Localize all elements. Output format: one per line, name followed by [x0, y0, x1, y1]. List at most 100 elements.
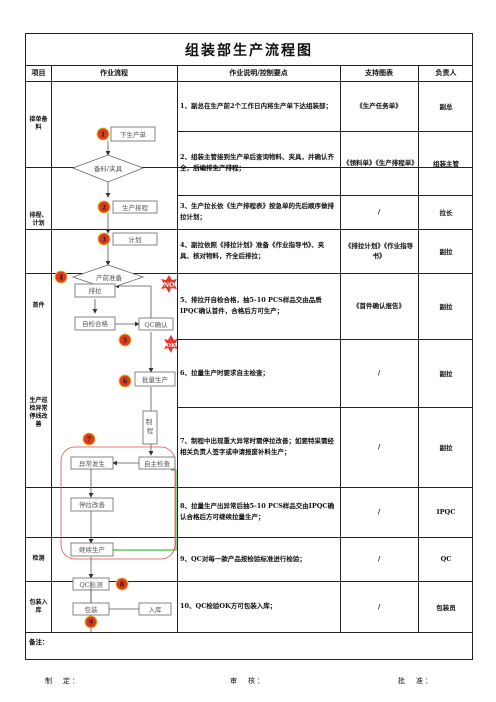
- row-form: 《首件确认报告》: [353, 302, 405, 310]
- row-desc: 8、拉量生产出异常后抽5-10 PCS样品交由IPQC确认合格后方可继续拉量生产…: [180, 502, 335, 521]
- step-1-marker: [96, 127, 110, 141]
- flow-line-setup: 排拉: [89, 286, 103, 295]
- row-form: /: [377, 208, 381, 216]
- stage-inspection: 检测: [32, 555, 45, 562]
- step-7-marker: [82, 432, 96, 446]
- row-resp: 副总: [439, 103, 453, 111]
- step-4-marker: [54, 270, 68, 284]
- flow-self-inspect: 自主检查: [144, 459, 171, 468]
- no-star-icon: [161, 275, 177, 293]
- flow-self-check-ok: 自检合格: [82, 319, 109, 328]
- row-desc: 7、制程中出现重大异常时需停拉改善；如要特采需经相关负责人签字或申请报废补料生产…: [180, 437, 335, 456]
- flow-production-order: 下生产单: [120, 130, 147, 139]
- flow-plan: 计划: [129, 235, 142, 244]
- row-resp: 副拉: [439, 444, 453, 452]
- flow-ok-label: OK: [166, 343, 176, 349]
- flow-qc-confirm: QC确认: [144, 320, 168, 329]
- row-resp: IPQC: [436, 508, 456, 516]
- footer-made-by: 制 定：: [45, 677, 81, 685]
- flow-chart-sheet: 组装部生产流程图 项目 作业流程 作业说明/控制要点 支持图表 负责人 接单备料…: [25, 33, 473, 660]
- row-form: /: [377, 555, 381, 563]
- footer-reviewed-by: 审 核：: [230, 677, 266, 685]
- header-form: 支持图表: [365, 68, 393, 77]
- row-desc: 9、QC对每一款产品按检验标准进行检验；: [180, 554, 306, 563]
- step-markers: 1 2 3 4 5 6 7 8 9: [54, 127, 132, 629]
- divider: [26, 167, 472, 168]
- ok-star-icon: [164, 335, 177, 353]
- step-6-number: 6: [123, 378, 128, 386]
- row-resp: QC: [440, 555, 452, 563]
- step-3-marker: [97, 232, 111, 246]
- step-5-marker: [118, 333, 132, 347]
- stage-packing: 包装入库: [29, 598, 48, 614]
- flow-process: 制 程: [146, 417, 155, 435]
- row-form: 《排拉计划》《作业指导书》: [344, 242, 414, 260]
- notes-label: 备注：: [29, 638, 49, 646]
- row-desc: 3、生产拉长依《生产排程表》按急单的先后顺序做排拉计划；: [180, 202, 335, 221]
- divider: [177, 195, 472, 196]
- step-8-marker: [115, 577, 129, 591]
- step-5-number: 5: [123, 337, 128, 345]
- flow-abnormal: 异常发生: [79, 459, 106, 468]
- row-desc: 2、组装主管接到生产单后查询物料、夹具，并确认齐全，后编排生产排程；: [180, 153, 335, 172]
- row-resp: 拉长: [439, 209, 453, 217]
- divider: [177, 407, 472, 408]
- row-desc: 5、排拉开自检合格，抽5-10 PCS样品交由品质IPQC确认首件，合格后方可生…: [180, 296, 322, 315]
- divider: [177, 131, 472, 132]
- step-8-number: 8: [120, 581, 125, 589]
- row-resp: 组装主管: [433, 160, 459, 168]
- step-3-number: 3: [102, 236, 107, 244]
- stage-production: 生产巡检异常停线改善: [29, 397, 48, 428]
- divider: [26, 487, 472, 488]
- flow-stop-improve: 停拉改善: [79, 500, 106, 509]
- divider: [26, 81, 472, 82]
- row-resp: 副拉: [439, 370, 453, 378]
- row-resp: 副拉: [439, 248, 453, 256]
- step-6-marker: [118, 374, 132, 388]
- flow-prep: 产前准备: [96, 273, 123, 282]
- row-form: /: [377, 443, 381, 451]
- packing-flow: 包装 入库: [72, 581, 172, 616]
- divider: [177, 65, 178, 632]
- flow-material-fixture: 备料/夹具: [94, 164, 123, 173]
- divider: [340, 65, 341, 632]
- step-4-number: 4: [59, 274, 64, 282]
- divider: [418, 65, 419, 632]
- page-title: 组装部生产流程图: [185, 42, 313, 59]
- row-form: /: [377, 508, 381, 516]
- flow-no-label: NO: [164, 282, 175, 289]
- stage-first-article: 首件: [32, 302, 45, 309]
- flow-storage: 入库: [149, 605, 163, 614]
- header-flow: 作业流程: [100, 68, 128, 77]
- row-desc: 10、QC检验OK方可包装入库；: [180, 602, 277, 610]
- row-resp: 包装员: [436, 603, 456, 612]
- stage-scheduling: 排程、计划: [29, 212, 48, 227]
- row-form: /: [377, 369, 381, 377]
- flow-continue: 继续生产: [79, 545, 106, 554]
- divider: [26, 273, 472, 274]
- divider: [26, 632, 472, 633]
- stage-order-material: 接单备料: [29, 116, 48, 131]
- divider: [177, 339, 472, 340]
- row-desc: 6、拉量生产时要求自主检查；: [180, 368, 270, 377]
- step-1-number: 1: [101, 131, 106, 139]
- row-desc: 4、副拉依照《排拉计划》准备《作业指导书》、夹具、核对物料，齐全后排拉；: [180, 241, 325, 260]
- row-desc: 1、副总在生产前2个工作日内将生产单下达组装部；: [180, 101, 333, 110]
- step-9-marker: [84, 615, 98, 629]
- process-flow-diagram: 下生产单 备料/夹具 生产排程 计划 产前准备 排拉 自检合格 QC确认 NO …: [60, 126, 177, 632]
- row-form: 《领料单》《生产排程单》: [343, 159, 418, 167]
- divider: [26, 65, 472, 66]
- divider: [26, 581, 472, 582]
- step-2-number: 2: [102, 204, 107, 212]
- flow-mass-production: 批量生产: [142, 375, 169, 384]
- header-item: 项目: [31, 68, 46, 77]
- step-2-marker: [97, 200, 111, 214]
- step-9-number: 9: [89, 619, 94, 627]
- divider: [26, 229, 472, 230]
- row-resp: 副拉: [439, 303, 453, 311]
- header-resp: 负责人: [435, 68, 457, 77]
- row-form: 《生产任务单》: [356, 102, 402, 110]
- divider: [26, 537, 472, 538]
- row-form: /: [377, 602, 381, 611]
- step-7-number: 7: [87, 436, 92, 444]
